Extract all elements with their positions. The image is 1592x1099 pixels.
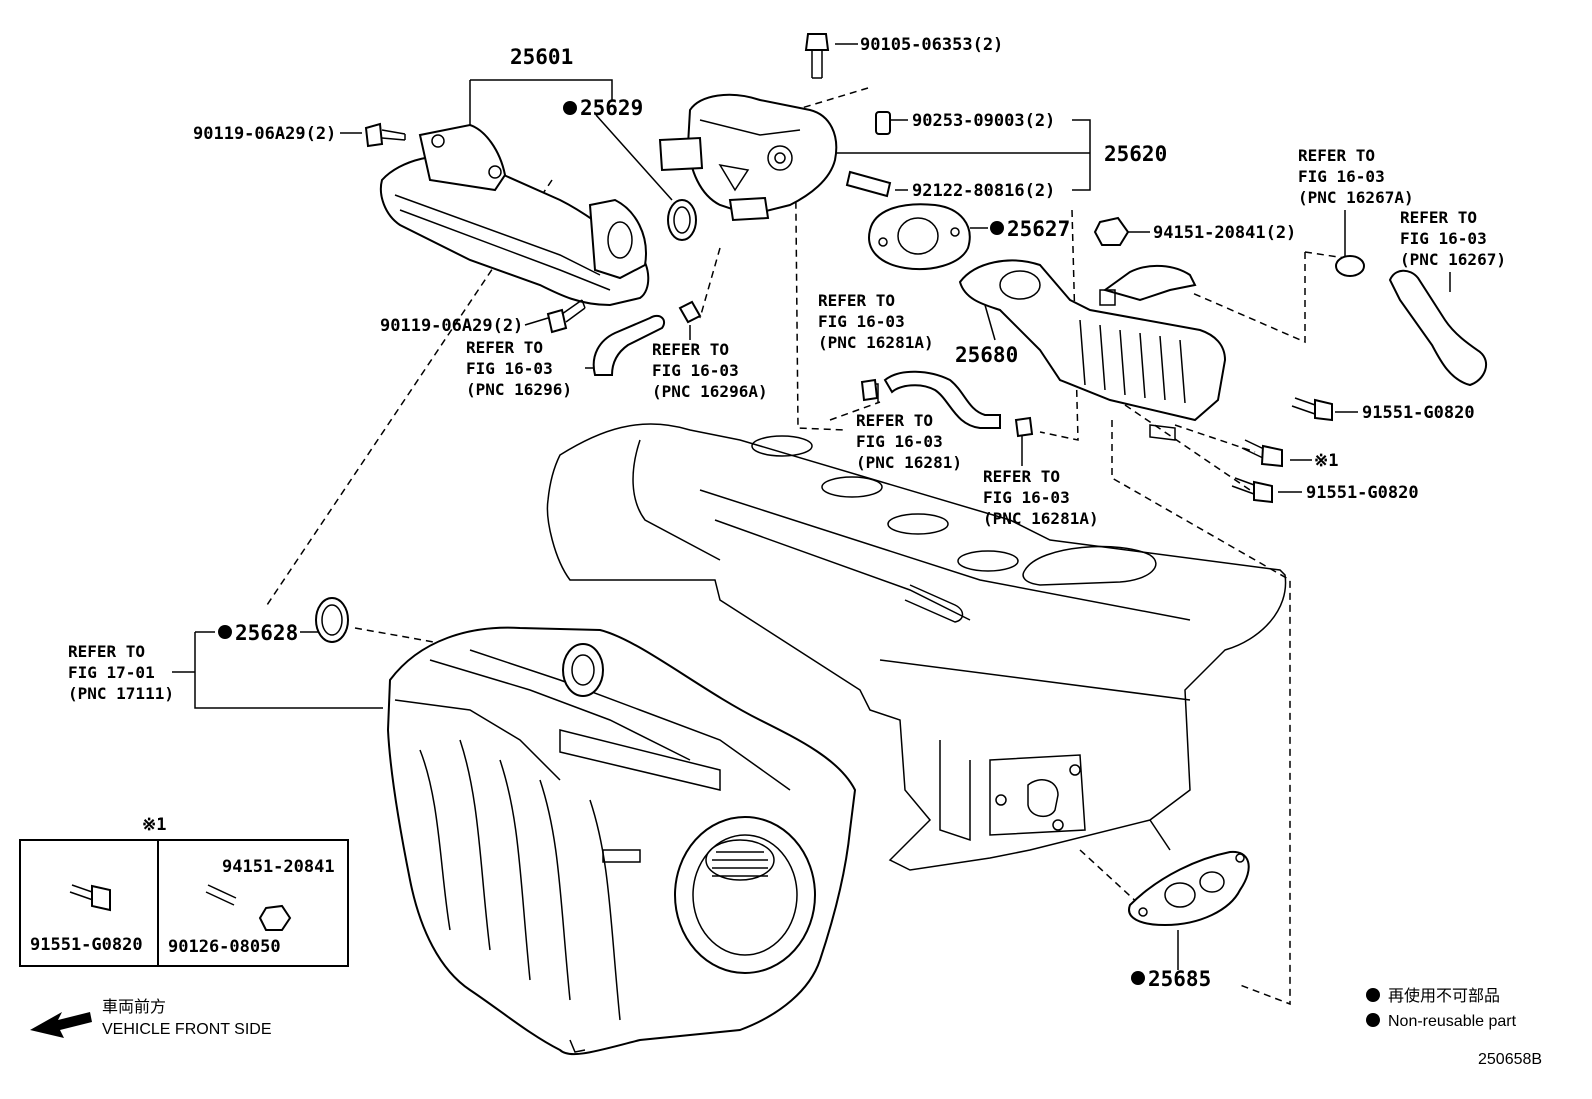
inset-labels: ※1 91551-G0820 94151-20841 90126-08050 [30,815,335,957]
refer-to-16267: REFER TO FIG 16-03 (PNC 16267) [1400,208,1506,269]
part-labels: 25601 25629 90119-06A29(2) 90119-06A29(2… [193,35,1542,1068]
legend-en: Non-reusable part [1388,1013,1517,1030]
label-25601: 25601 [510,45,573,69]
ref-line: FIG 16-03 [652,361,739,380]
label-90105: 90105-06353(2) [860,35,1003,55]
hose-16296 [592,314,666,376]
inset-marker: ※1 [142,815,166,835]
clamp-16296a [678,300,702,324]
drawing-id: 250658B [1478,1051,1542,1068]
leader-lines [172,43,1451,970]
refer-to-16281a-bottom: REFER TO FIG 16-03 (PNC 16281A) [983,467,1099,528]
nut-94151-20841 [1093,216,1130,246]
ref-line: (PNC 17111) [68,684,174,703]
label-25627: 25627 [1007,217,1070,241]
ref-line: REFER TO [68,642,145,661]
label-25680: 25680 [955,343,1018,367]
stud-92122-80816 [845,170,892,198]
legend-jp: 再使用不可部品 [1388,987,1500,1005]
refer-to-16296: REFER TO FIG 16-03 (PNC 16296) [466,338,572,399]
ref-line: FIG 16-03 [1400,229,1487,248]
ref-line: FIG 16-03 [818,312,905,331]
legend-dot-jp [1366,988,1380,1002]
ref-line: REFER TO [983,467,1060,486]
ref-line: (PNC 16267) [1400,250,1506,269]
nonreusable-dot-25627 [990,221,1004,235]
inset-right-top-part: 94151-20841 [222,857,335,877]
nonreusable-dot-25685 [1131,971,1145,985]
label-90119-top: 90119-06A29(2) [193,124,336,144]
refer-to-16267a: REFER TO FIG 16-03 (PNC 16267A) [1298,146,1414,207]
bolt-91551-g0820-b [1231,477,1273,504]
label-92122: 92122-80816(2) [912,181,1055,201]
ref-line: FIG 16-03 [983,488,1070,507]
ref-line: REFER TO [1298,146,1375,165]
inset-left-part: 91551-G0820 [30,935,143,955]
gasket-25629 [667,199,697,241]
ref-line: REFER TO [856,411,933,430]
inset-box [19,839,349,967]
refer-to-17111: REFER TO FIG 17-01 (PNC 17111) [68,642,174,703]
ref-line: REFER TO [652,340,729,359]
gasket-25627 [868,203,971,271]
hose-16281 [883,370,1001,429]
label-94151-2: 94151-20841(2) [1153,223,1296,243]
vehicle-front-note: 車両前方 VEHICLE FRONT SIDE [102,998,272,1038]
gasket-25628 [315,597,349,643]
bolt-90105-06353 [804,33,830,79]
bolt-91551-g0820-a [1291,397,1333,422]
ref-line: FIG 16-03 [856,432,943,451]
egr-valve-25620 [658,93,838,222]
front-jp: 車両前方 [102,998,166,1016]
label-91551-a: 91551-G0820 [1362,403,1475,423]
hose-16267 [1388,269,1488,387]
bolt-90119-bottom [546,299,586,334]
ref-line: (PNC 16281A) [818,333,934,352]
ref-line: REFER TO [818,291,895,310]
legend-dot-en [1366,1013,1380,1027]
label-91551-b: 91551-G0820 [1306,483,1419,503]
refer-to-16281: REFER TO FIG 16-03 (PNC 16281) [856,411,962,472]
ref-line: FIG 16-03 [466,359,553,378]
ref-line: (PNC 16267A) [1298,188,1414,207]
nonreusable-dot-25628 [218,625,232,639]
label-90253: 90253-09003(2) [912,111,1055,131]
bolt-note1 [1241,439,1283,468]
refer-to-16296a: REFER TO FIG 16-03 (PNC 16296A) [652,340,768,401]
egr-cooler-25680 [958,259,1227,441]
gasket-25685 [1128,850,1250,927]
ref-line: (PNC 16281) [856,453,962,472]
ref-line: REFER TO [1400,208,1477,227]
intake-manifold [386,626,857,1056]
engine-block [546,423,1287,871]
front-en: VEHICLE FRONT SIDE [102,1021,272,1038]
label-25620: 25620 [1104,142,1167,166]
ref-line: (PNC 16296A) [652,382,768,401]
nonreusable-dot-25629 [563,101,577,115]
bolt-90119-top [364,122,406,148]
label-25685: 25685 [1148,967,1211,991]
ref-line: (PNC 16296) [466,380,572,399]
egr-pipe-25601 [380,123,650,307]
clamp-16267a [1335,255,1365,277]
label-25629: 25629 [580,96,643,120]
label-note1-marker: ※1 [1314,451,1338,471]
front-arrow-icon [30,1012,92,1038]
refer-to-16281a-top: REFER TO FIG 16-03 (PNC 16281A) [818,291,934,352]
ref-line: REFER TO [466,338,543,357]
inset-right-bottom-part: 90126-08050 [168,937,281,957]
legend: 再使用不可部品 Non-reusable part [1388,987,1517,1030]
ref-line: FIG 16-03 [1298,167,1385,186]
ref-line: FIG 17-01 [68,663,155,682]
clamp-16281a-top [860,378,879,402]
stud-90253-09003 [875,111,891,135]
ref-line: (PNC 16281A) [983,509,1099,528]
label-25628: 25628 [235,621,298,645]
label-90119-bottom: 90119-06A29(2) [380,316,523,336]
clamp-16281a-bottom [1014,416,1034,438]
